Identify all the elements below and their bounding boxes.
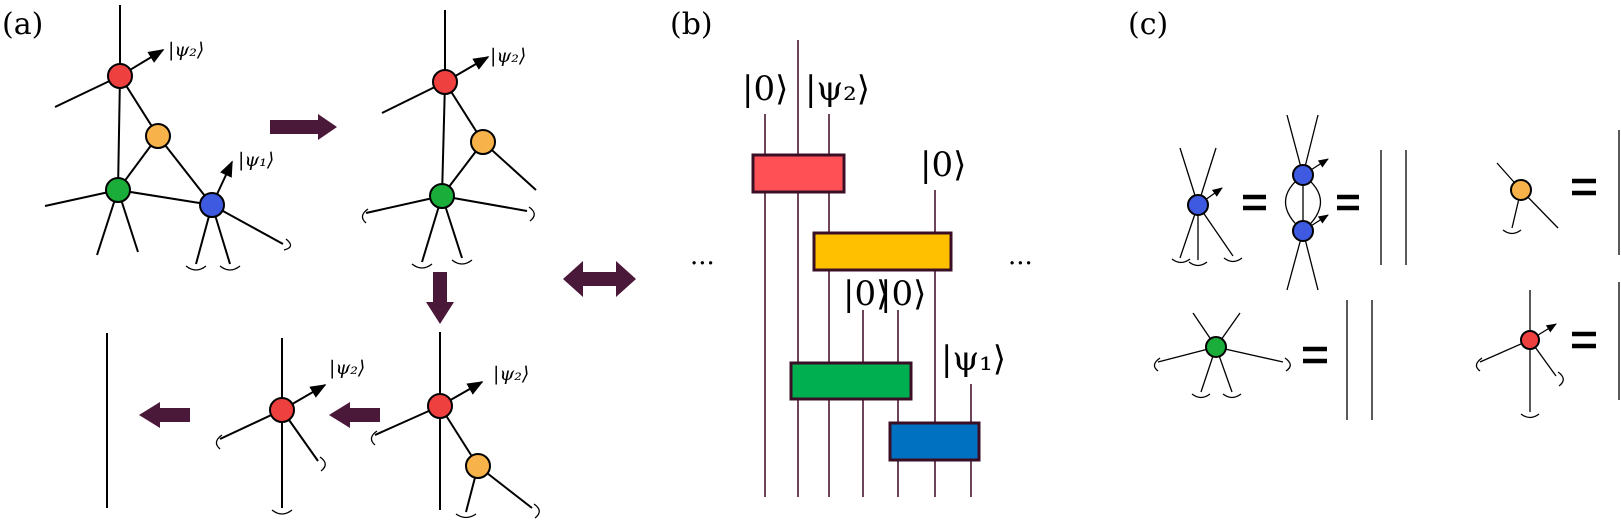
equivalence-arrow: [563, 261, 636, 297]
gate-yellow: [812, 231, 953, 272]
blue-tensor: [199, 192, 225, 218]
state-label-psi2: |ψ₂⟩: [493, 363, 529, 385]
state-label-psi2: |ψ₂⟩: [168, 39, 204, 61]
state-label-psi2: |ψ₂⟩: [490, 45, 526, 67]
network-step-2: |ψ₂⟩: [361, 10, 537, 269]
panel-label-b: (b): [670, 7, 713, 42]
gate-blue: [888, 421, 981, 462]
red-tensor: [269, 397, 295, 423]
network-step-3: |ψ₂⟩: [370, 332, 540, 519]
red-tensor: [432, 69, 458, 95]
ellipsis-left: ···: [690, 249, 715, 279]
input-state-zero: |0⟩: [880, 274, 926, 314]
state-label-psi1: |ψ₁⟩: [238, 149, 274, 171]
input-state-zero: |0⟩: [920, 145, 966, 185]
identity-blue-doubled: [1285, 114, 1329, 291]
panel-b: |0⟩ |ψ₂⟩ |0⟩ |0⟩ |0⟩ |ψ₁⟩ ··· ···: [690, 40, 1033, 497]
orange-tensor: [470, 129, 496, 155]
network-step-4: |ψ₂⟩: [215, 338, 365, 515]
orange-tensor: [145, 123, 171, 149]
input-state-psi2: |ψ₂⟩: [805, 69, 870, 109]
state-label-psi2: |ψ₂⟩: [329, 357, 365, 379]
input-state-zero: |0⟩: [843, 274, 889, 314]
red-tensor: [427, 393, 453, 419]
panel-label-c: (c): [1128, 7, 1168, 42]
gate-red: [751, 153, 846, 194]
input-state-zero: |0⟩: [742, 69, 788, 109]
identity-blue: [1171, 147, 1243, 267]
ellipsis-right: ···: [1008, 249, 1033, 279]
identity-red: [1475, 290, 1564, 419]
identity-orange: [1496, 162, 1559, 235]
arrow-left: [139, 402, 190, 428]
network-initial: |ψ₂⟩ |ψ₁⟩: [44, 5, 292, 271]
green-tensor: [429, 183, 455, 209]
gate-green: [789, 361, 913, 401]
arrow-right: [270, 114, 337, 140]
arrow-down: [426, 272, 454, 324]
input-state-psi1: |ψ₁⟩: [941, 339, 1006, 379]
green-tensor: [105, 177, 131, 203]
panel-a: |ψ₂⟩ |ψ₁⟩ |ψ₂⟩: [44, 5, 540, 519]
panel-label-a: (a): [2, 7, 43, 42]
red-tensor: [107, 63, 133, 89]
identity-green: [1153, 312, 1291, 399]
panel-c: [1153, 114, 1620, 420]
orange-tensor: [465, 453, 491, 479]
arrow-left: [329, 402, 380, 428]
